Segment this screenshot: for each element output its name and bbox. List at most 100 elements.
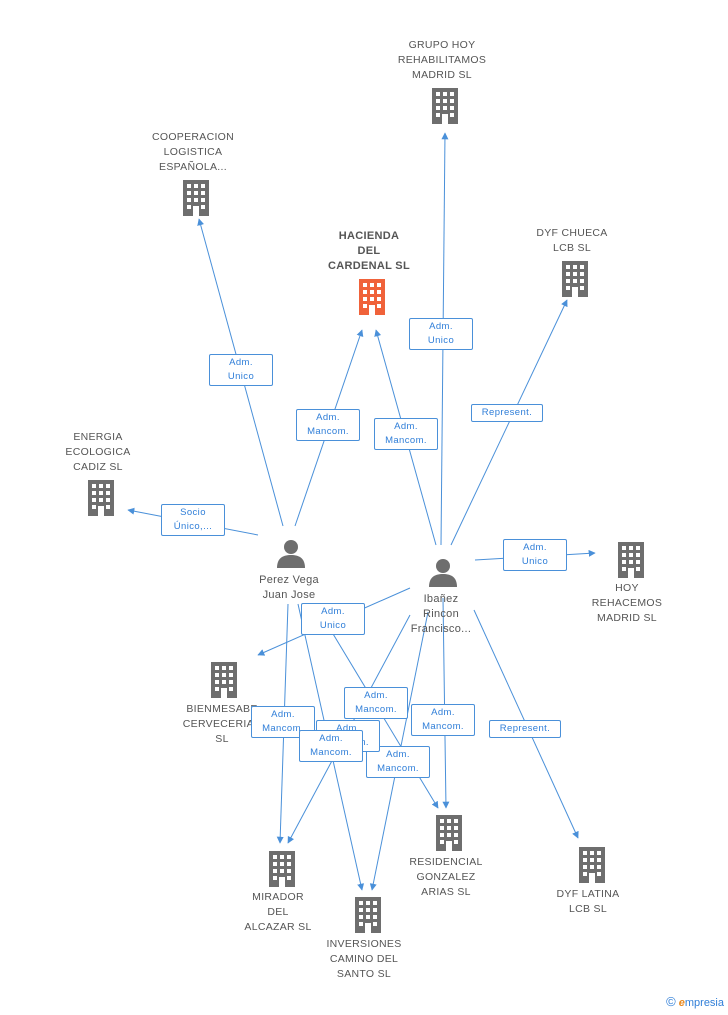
- building-icon-bienmesabe[interactable]: [211, 662, 237, 698]
- relation-label-line: Adm.: [336, 723, 360, 734]
- relation-label-ibanez-residencial[interactable]: Adm. Mancom.: [411, 704, 475, 736]
- company-name-line: COOPERACION: [151, 131, 235, 143]
- relation-label-ibanez-dyf_chueca[interactable]: Represent.: [471, 404, 543, 422]
- person-icon-ibanez[interactable]: [429, 559, 457, 587]
- company-name-hoy_rehacemos[interactable]: HOY REHACEMOS MADRID SL: [567, 581, 687, 626]
- relation-label-line: Unico: [227, 371, 255, 382]
- edge-ibanez-residencial: [442, 597, 450, 809]
- relation-label-line: Mancom.: [377, 763, 419, 774]
- relation-label-ibanez-grupo_hoy[interactable]: Adm.Unico: [409, 318, 473, 350]
- relation-label-line: Adm.: [271, 709, 295, 720]
- person-name-line: Ibañez: [423, 593, 459, 605]
- company-name-line: CERVECERIAS: [182, 718, 262, 730]
- relation-label-line: Mancom.: [307, 426, 349, 437]
- relation-label-line: Represent.: [481, 407, 533, 418]
- company-name-line: LCB SL: [553, 242, 591, 254]
- company-name-line: ECOLOGICA: [65, 446, 131, 458]
- company-name-line: MADRID SL: [597, 612, 657, 624]
- company-name-line: ALCAZAR SL: [244, 921, 312, 933]
- logo-e: e: [678, 997, 685, 1009]
- logo-text: mpresia: [684, 997, 724, 1009]
- relation-label-line: Adm.: [319, 733, 343, 744]
- building-icon-mirador[interactable]: [269, 851, 295, 887]
- relation-label-line: Adm.: [316, 412, 340, 423]
- person-name-line: Francisco...: [410, 623, 472, 635]
- company-name-energia[interactable]: ENERGIA ECOLOGICA CADIZ SL: [38, 430, 158, 475]
- company-name-dyf_latina[interactable]: DYF LATINA LCB SL: [528, 887, 648, 917]
- company-name-line: REHACEMOS: [591, 597, 663, 609]
- company-name-grupo_hoy[interactable]: GRUPO HOY REHABILITAMOS MADRID SL: [382, 38, 502, 83]
- relation-label-ibanez-bienmesabe[interactable]: Adm.Unico: [301, 603, 365, 635]
- building-icon-hacienda[interactable]: [359, 279, 385, 315]
- person-name-line: Perez Vega: [259, 574, 319, 586]
- relation-label-ibanez-hacienda[interactable]: Adm.Mancom.: [374, 418, 438, 450]
- company-name-line: LCB SL: [569, 903, 607, 915]
- building-icon-energia[interactable]: [88, 480, 114, 516]
- company-name-line: CAMINO DEL: [329, 953, 399, 965]
- empresia-logo[interactable]: ©empresia: [666, 994, 724, 1009]
- relation-label-line: Mancom.: [422, 721, 464, 732]
- company-name-dyf_chueca[interactable]: DYF CHUECA LCB SL: [512, 226, 632, 256]
- company-name-mirador[interactable]: MIRADOR DEL ALCAZAR SL: [218, 890, 338, 935]
- building-icon-dyf_latina[interactable]: [579, 847, 605, 883]
- company-name-line: INVERSIONES: [326, 938, 402, 950]
- company-name-line: DYF CHUECA: [536, 227, 608, 239]
- relation-label-line: Adm.: [523, 542, 547, 553]
- company-name-line: DEL: [267, 906, 289, 918]
- person-icon-perez[interactable]: [277, 540, 305, 568]
- relation-label-perez-hacienda[interactable]: Adm. Mancom.: [296, 409, 360, 441]
- relation-label-line: Represent.: [499, 723, 551, 734]
- building-icon-grupo_hoy[interactable]: [432, 88, 458, 124]
- company-name-line: GONZALEZ: [416, 871, 476, 883]
- building-icon-residencial[interactable]: [436, 815, 462, 851]
- company-name-line: GRUPO HOY: [408, 39, 476, 51]
- company-name-line: HACIENDA: [338, 230, 400, 242]
- company-name-line: SANTO SL: [336, 968, 392, 980]
- relation-label-line: Adm.: [431, 707, 455, 718]
- person-name-line: Juan Jose: [262, 589, 316, 601]
- company-name-line: DEL: [357, 245, 381, 257]
- company-name-line: HOY: [615, 582, 639, 594]
- company-name-line: ARIAS SL: [421, 886, 471, 898]
- company-name-line: MIRADOR: [252, 891, 304, 903]
- relation-label-line: Único,...: [173, 521, 213, 532]
- relation-label-line: Adm.: [229, 357, 253, 368]
- relation-label-line: Unico: [521, 556, 549, 567]
- relation-label-ibanez-hoy_rehacemos[interactable]: Adm. Unico: [503, 539, 567, 571]
- relation-label-line: Mancom.: [355, 704, 397, 715]
- company-name-line: REHABILITAMOS: [397, 54, 487, 66]
- relation-label-line: Mancom.: [262, 723, 304, 734]
- building-icon-inversiones[interactable]: [355, 897, 381, 933]
- company-name-line: DYF LATINA: [556, 888, 620, 900]
- building-icon-cooperacion[interactable]: [183, 180, 209, 216]
- copyright-icon: ©: [666, 994, 676, 1009]
- relation-label-line: Mancom.: [310, 747, 352, 758]
- relation-label-line: Unico: [427, 335, 455, 346]
- building-icon-dyf_chueca[interactable]: [562, 261, 588, 297]
- relation-label-line: Adm.: [394, 421, 418, 432]
- company-name-line: MADRID SL: [412, 69, 472, 81]
- relation-label-line: Adm.: [364, 690, 388, 701]
- company-name-line: SL: [215, 733, 229, 745]
- relation-label-ibanez-mirador[interactable]: Adm. Mancom.: [344, 687, 408, 719]
- company-name-line: ENERGIA: [73, 431, 123, 443]
- relation-label-line: Adm.: [386, 749, 410, 760]
- relation-label-perez-residencial[interactable]: Adm. Mancom.: [299, 730, 363, 762]
- company-name-line: LOGISTICA: [163, 146, 223, 158]
- relation-label-line: Socio: [180, 507, 206, 518]
- company-name-line: CADIZ SL: [73, 461, 123, 473]
- company-name-inversiones[interactable]: INVERSIONES CAMINO DEL SANTO SL: [304, 937, 424, 982]
- edge-ibanez-dyf_chueca: [450, 299, 568, 546]
- relation-label-perez-cooperacion[interactable]: Adm. Unico: [209, 354, 273, 386]
- building-icon-hoy_rehacemos[interactable]: [618, 542, 644, 578]
- relation-label-line: Unico: [319, 620, 347, 631]
- relation-label-ibanez-dyf_latina[interactable]: Represent.: [489, 720, 561, 738]
